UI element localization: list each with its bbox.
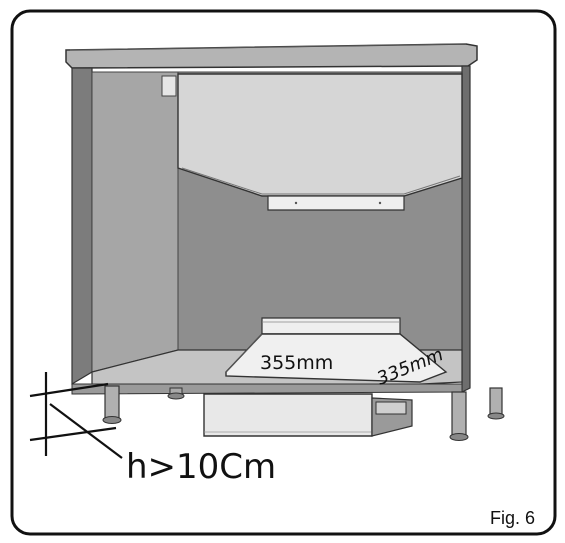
hood-bracket	[161, 75, 177, 97]
cabinet-worktop	[65, 43, 478, 69]
motor-housing	[203, 393, 413, 437]
duct-box	[225, 317, 448, 383]
cabinet-right-panel	[461, 65, 471, 393]
hood-rail	[267, 195, 405, 211]
width-dimension-label: 355mm	[260, 352, 333, 374]
kitchen-cabinet	[65, 43, 505, 441]
cabinet-legs	[102, 385, 505, 441]
figure-number: Fig. 6	[490, 508, 535, 528]
clearance-marker	[29, 372, 123, 459]
clearance-label: h>10Cm	[126, 447, 276, 487]
cabinet-left-panel	[71, 67, 93, 386]
hood-panel	[177, 73, 463, 197]
interior-left-wall	[91, 71, 179, 373]
